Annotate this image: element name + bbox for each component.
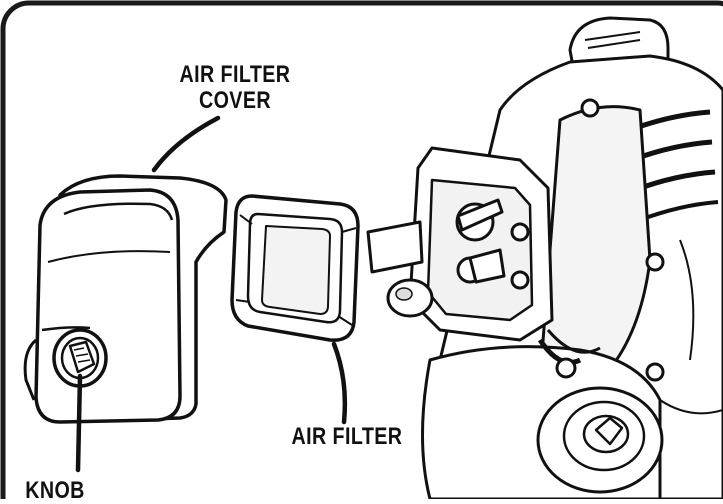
air-filter-label: AIR FILTER	[291, 423, 403, 450]
leader-lines	[75, 115, 348, 473]
filter-leader-line	[331, 341, 348, 425]
air-filter-cover-label-line1: AIR FILTER	[179, 61, 291, 88]
air-filter-cover-illustration	[23, 174, 228, 424]
air-filter-illustration	[230, 194, 360, 342]
cover-leader-line	[151, 115, 221, 173]
knob-leader-line	[75, 373, 83, 473]
air-filter-cover-label-line2: COVER	[198, 87, 272, 114]
engine-illustration	[366, 16, 723, 499]
knob-label: KNOB	[25, 477, 85, 504]
air-filter-cover-label: AIR FILTER COVER	[157, 62, 313, 114]
